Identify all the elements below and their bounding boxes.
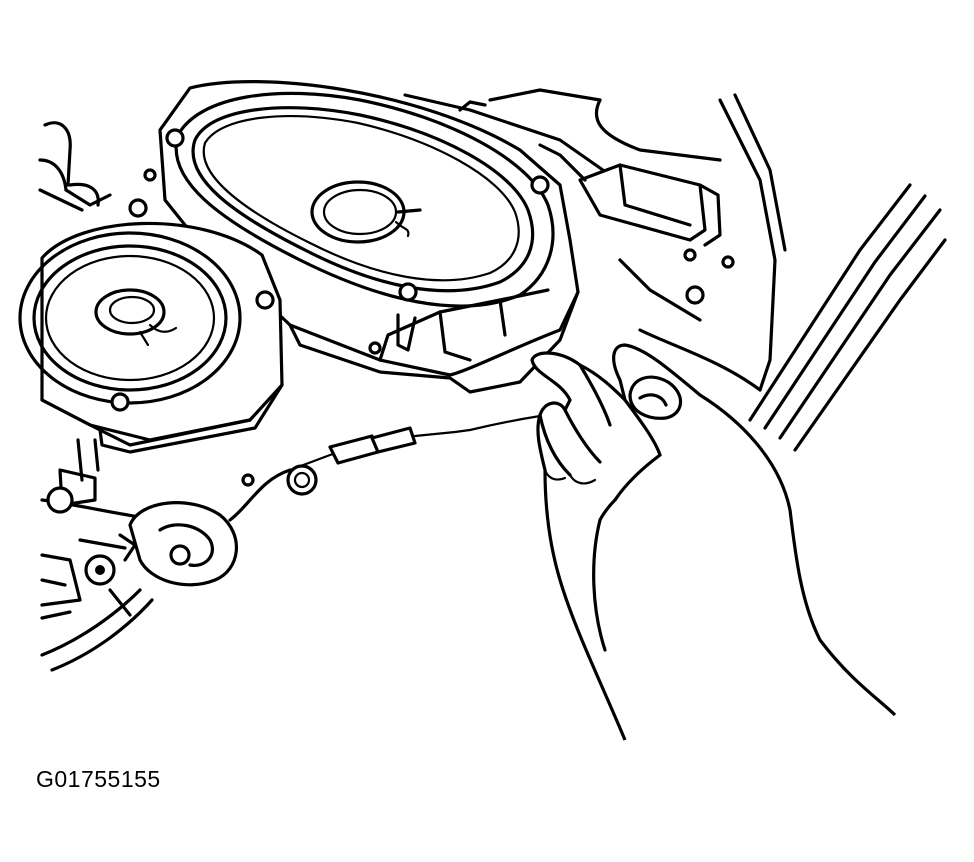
figure-code: G01755155 [36,766,161,792]
oval-speaker [143,80,580,394]
wiring-harness [40,406,622,672]
hand [530,343,897,741]
door-frame-right [403,88,947,452]
upper-left-bracket [38,121,112,212]
round-speaker [18,198,284,454]
